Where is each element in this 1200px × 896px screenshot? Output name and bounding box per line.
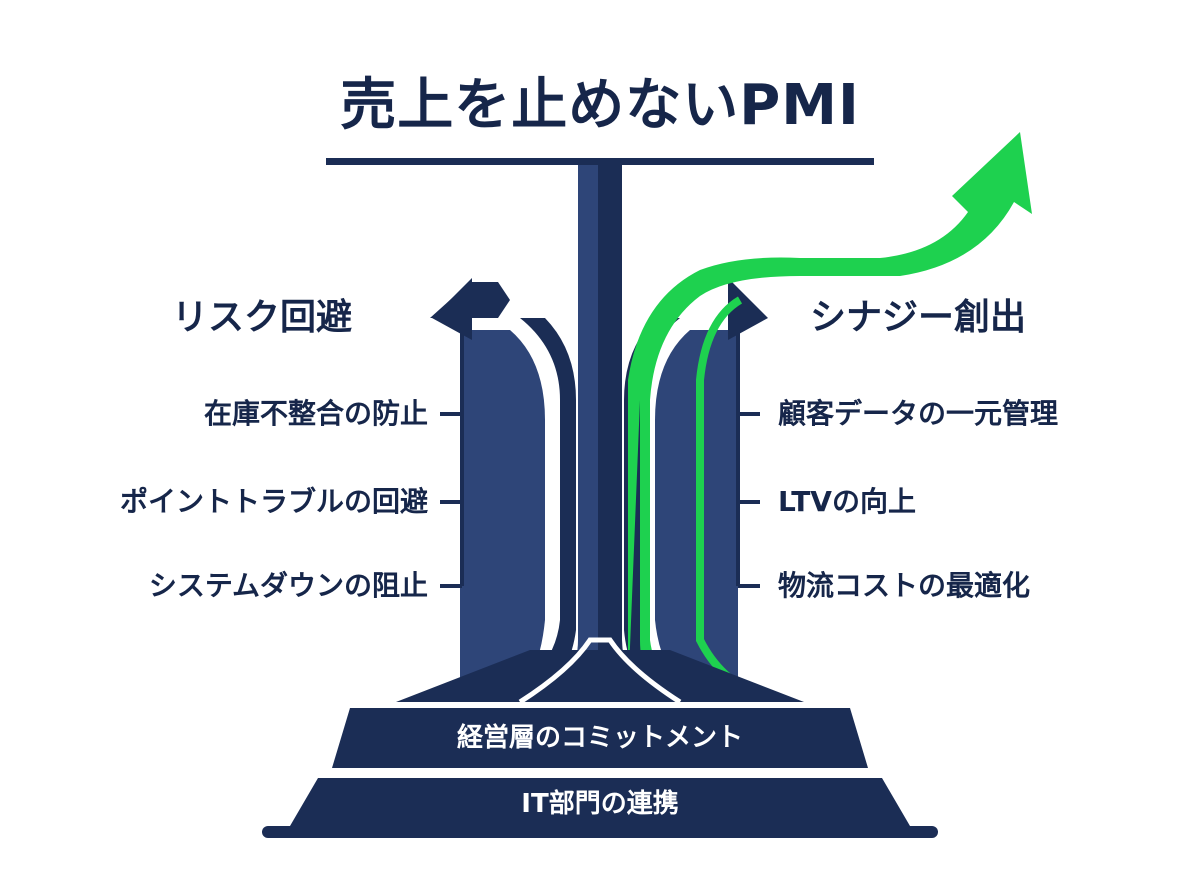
- left-flow-band: [460, 330, 545, 690]
- left-item-1: 在庫不整合の防止: [203, 397, 428, 430]
- foundation-lower-label: IT部門の連携: [521, 789, 679, 819]
- title-underline: [326, 158, 874, 165]
- foundation-upper-label: 経営層のコミットメント: [456, 723, 743, 753]
- ground-line: [262, 826, 938, 838]
- left-bracket: [440, 330, 464, 588]
- right-item-3: 物流コストの最適化: [778, 569, 1031, 602]
- left-item-3: システムダウンの阻止: [148, 569, 428, 602]
- green-growth-arrow: [628, 132, 1032, 696]
- right-item-2: LTVの向上: [778, 485, 916, 518]
- foundation-tier-upper: [332, 708, 868, 768]
- right-arrow-head: [728, 278, 768, 340]
- left-branch-heading: リスク回避: [172, 297, 353, 338]
- right-branch-heading: シナジー創出: [810, 297, 1027, 338]
- foundation-flare-divider: [518, 637, 682, 705]
- page-title: 売上を止めないPMI: [340, 73, 860, 138]
- central-stem-shade: [598, 165, 660, 696]
- left-flow-inner: [520, 318, 576, 696]
- right-item-1: 顧客データの一元管理: [778, 397, 1059, 430]
- left-arrow-tip: [432, 278, 472, 340]
- foundation-tier-lower: [290, 778, 910, 826]
- right-bracket: [736, 330, 760, 588]
- foundation-flare: [396, 650, 804, 702]
- left-item-2: ポイントトラブルの回避: [119, 485, 428, 518]
